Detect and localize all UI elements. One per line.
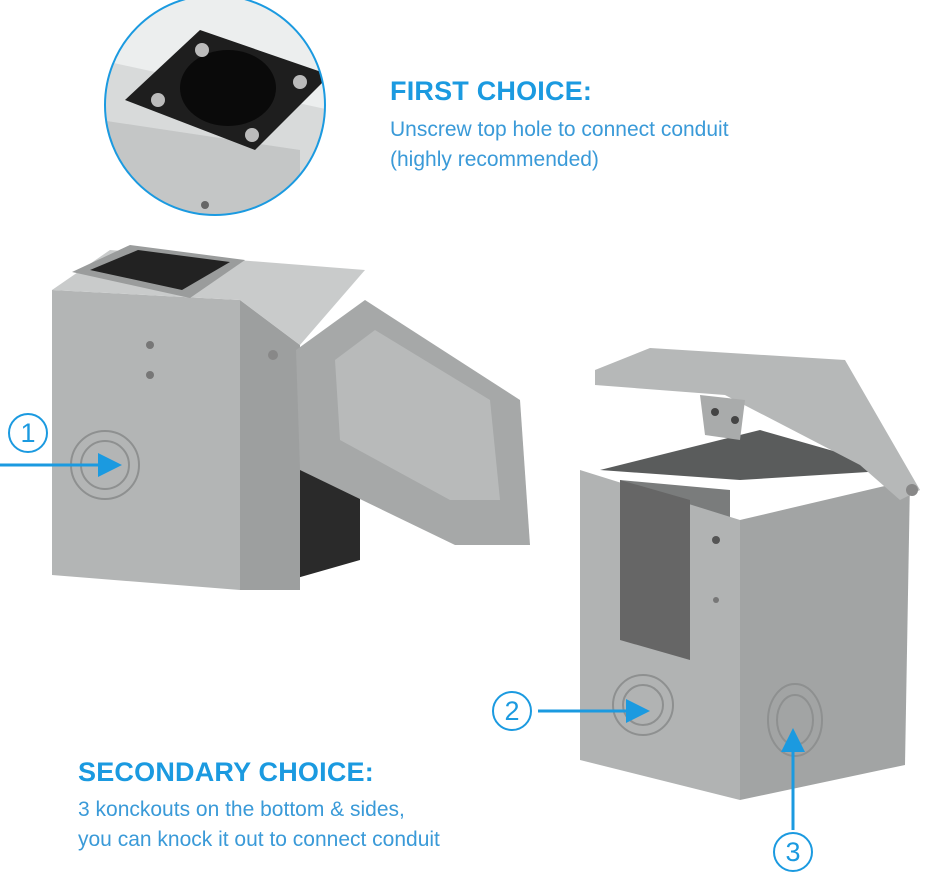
- top-hole-inset: [104, 0, 326, 216]
- callout-3: 3: [773, 832, 813, 872]
- first-choice-line: (highly recommended): [390, 148, 599, 171]
- right-enclosure: [580, 348, 920, 800]
- callout-2: 2: [492, 691, 532, 731]
- secondary-choice-heading: SECONDARY CHOICE:: [78, 757, 374, 787]
- arrow-3: [781, 728, 805, 830]
- first-choice-heading: FIRST CHOICE:: [390, 76, 593, 106]
- secondary-choice-line: you can knock it out to connect conduit: [78, 828, 440, 851]
- secondary-choice-line: 3 konckouts on the bottom & sides,: [78, 798, 405, 821]
- secondary-choice-text: 3 konckouts on the bottom & sides, you c…: [78, 795, 440, 855]
- first-choice-line: Unscrew top hole to connect conduit: [390, 118, 729, 141]
- arrow-2: [538, 699, 650, 723]
- callout-1: 1: [8, 413, 48, 453]
- first-choice-text: Unscrew top hole to connect conduit (hig…: [390, 115, 729, 175]
- left-enclosure: [52, 245, 530, 590]
- arrow-1: [0, 453, 122, 477]
